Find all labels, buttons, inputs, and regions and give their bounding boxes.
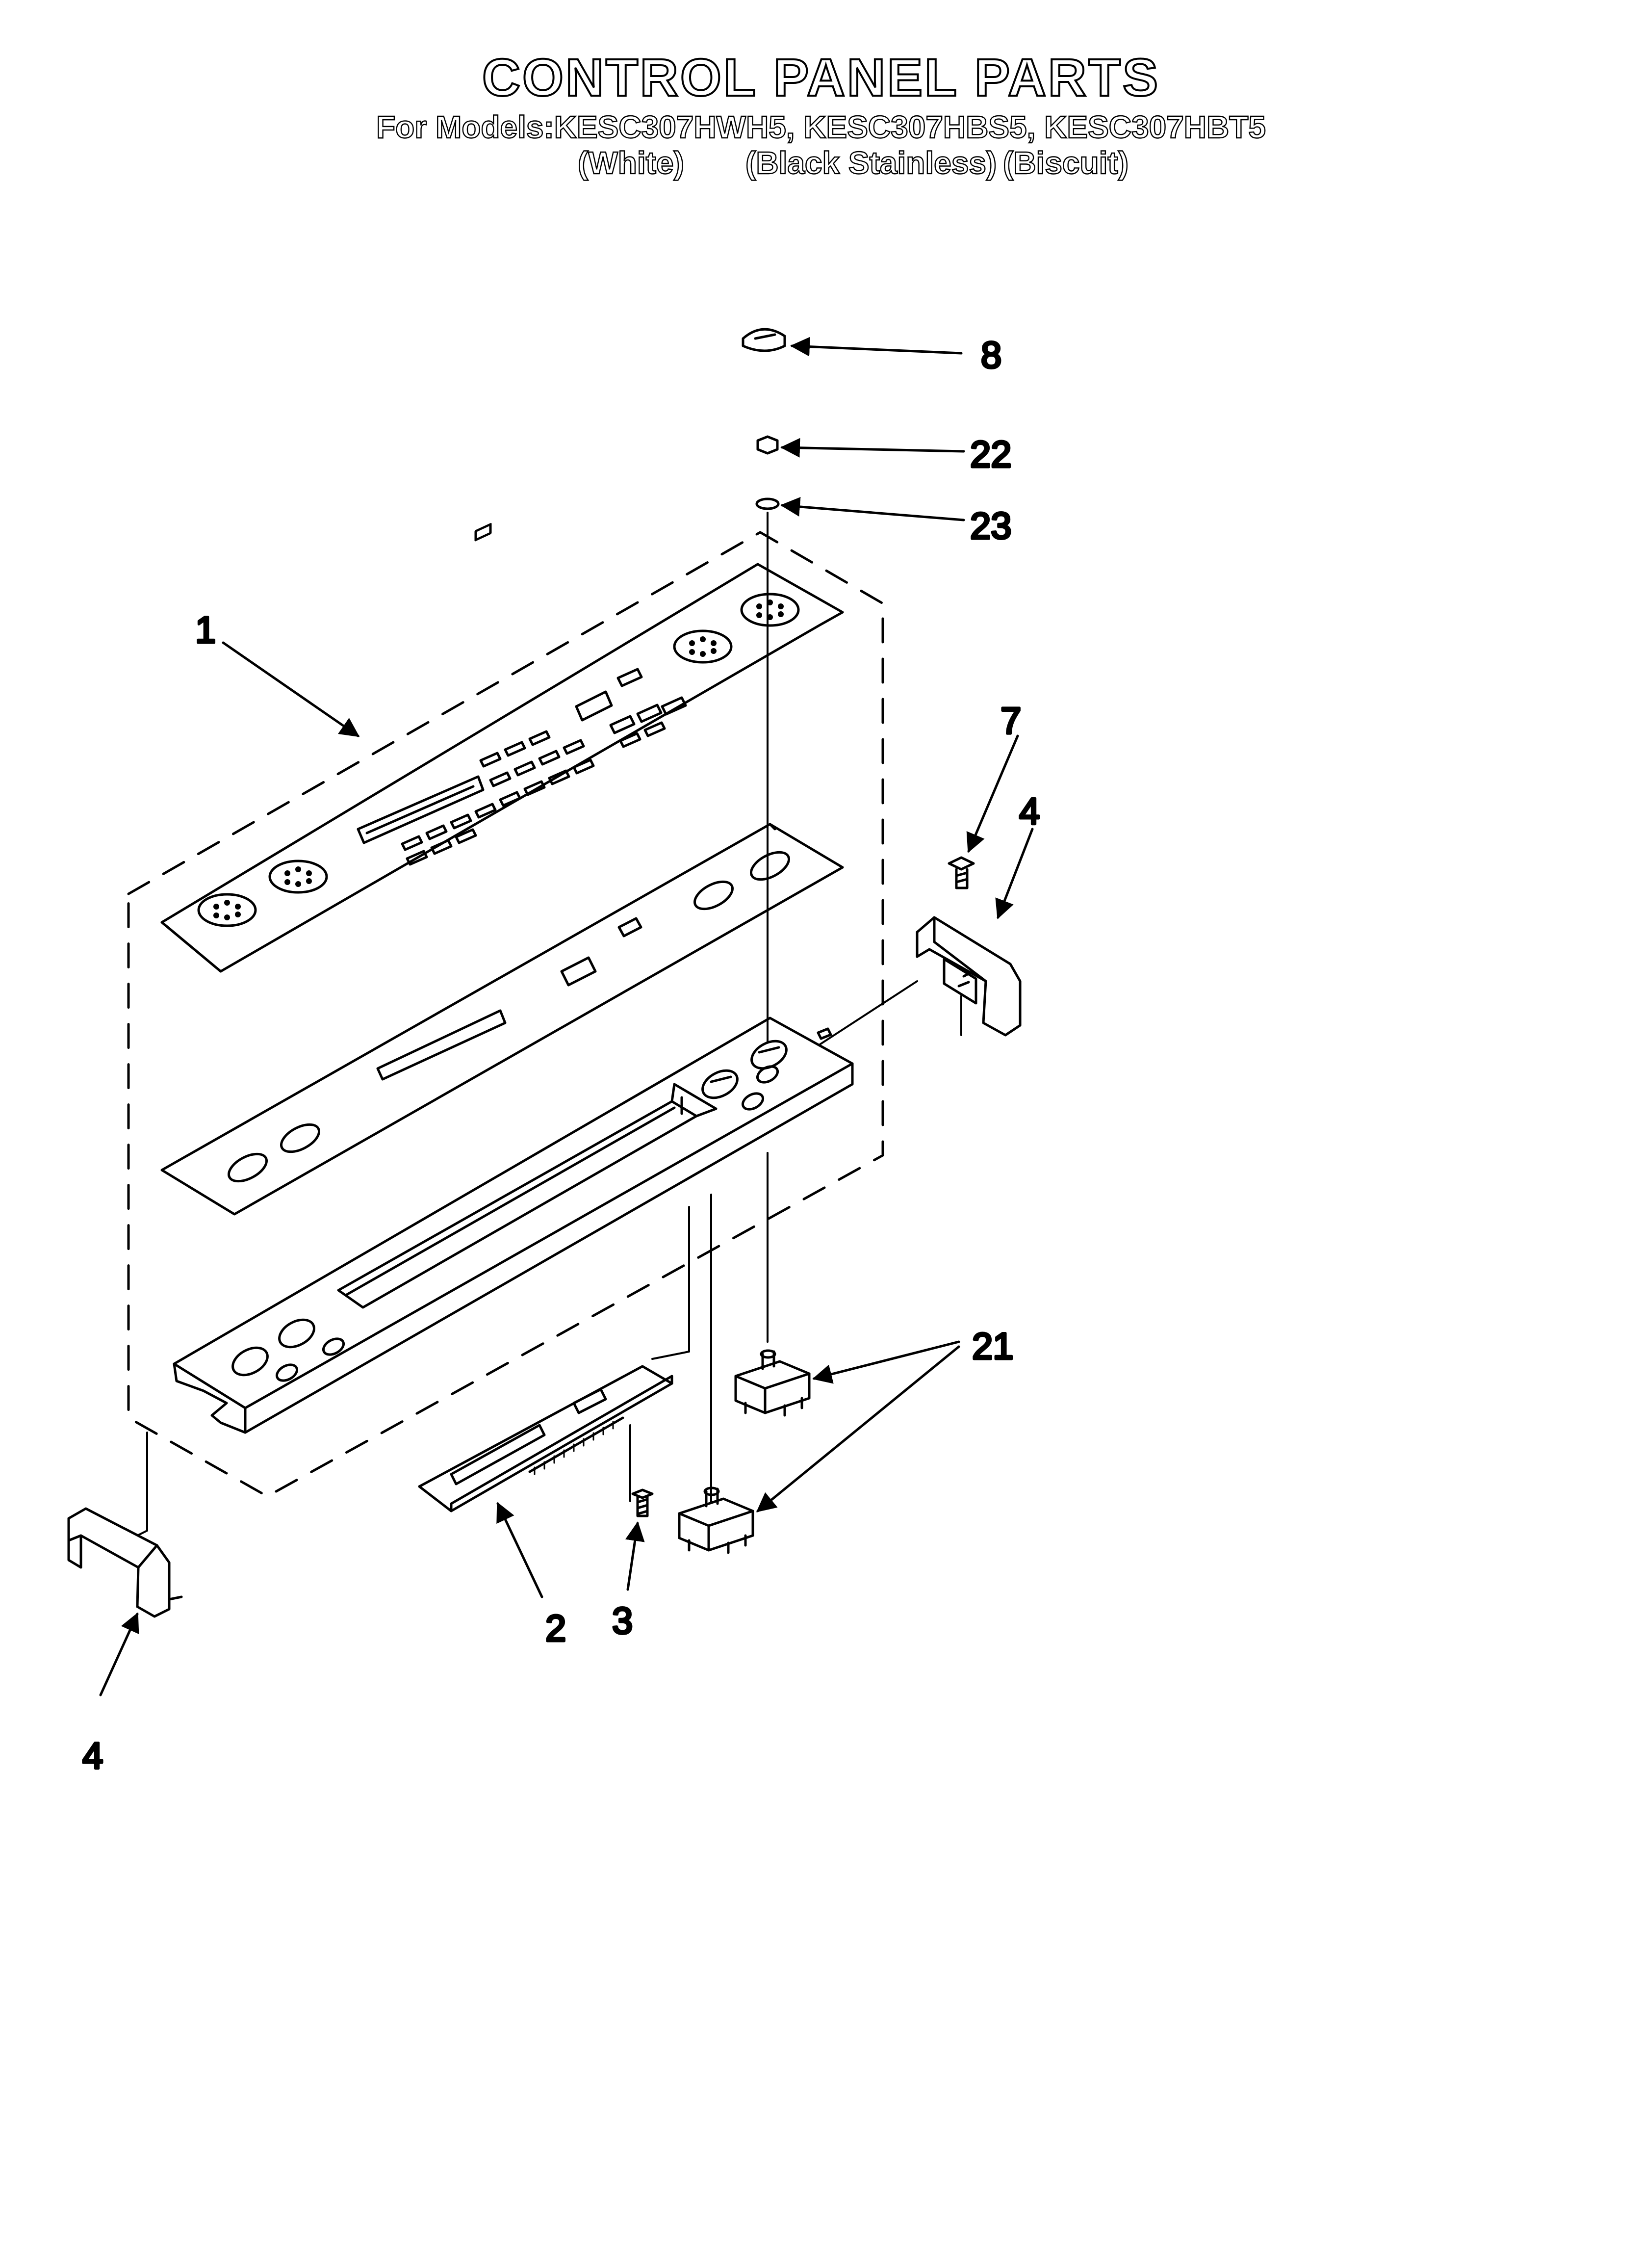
mounting-screw (948, 856, 975, 889)
board-screw (631, 1488, 654, 1517)
overlay-panel (160, 522, 844, 973)
burner-indicator-dots (197, 593, 800, 927)
models-line: For Models:KESC307HWH5, KESC307HBS5, KES… (376, 109, 1266, 145)
callout-label-control-board: 2 (545, 1608, 566, 1649)
end-cap-left (67, 1507, 183, 1618)
keypad-buttons (401, 522, 687, 866)
callout-label-nut: 22 (970, 434, 1012, 475)
callout-label-end-cap-right: 4 (1019, 791, 1040, 833)
callout-label-board-screw: 3 (612, 1600, 633, 1642)
callout-label-end-cap-left: 4 (82, 1735, 103, 1777)
assembly-boundary-dashed (127, 531, 884, 1498)
page-title: CONTROL PANEL PARTS (481, 47, 1160, 108)
variant-white: (White) (577, 145, 685, 181)
callout-label-screw-right: 7 (1001, 700, 1021, 742)
callout-label-knob: 8 (981, 335, 1001, 376)
infinite-switch-upper (734, 1349, 811, 1417)
knob (742, 328, 786, 352)
callout-label-switches: 21 (972, 1326, 1014, 1367)
insulator-panel (160, 823, 844, 1216)
washer (755, 497, 780, 510)
variant-biscuit: (Biscuit) (1002, 145, 1129, 181)
console-frame (173, 1017, 854, 1434)
infinite-switch-lower (678, 1486, 754, 1554)
end-cap-right (916, 916, 1022, 1037)
alignment-lines (131, 512, 962, 1539)
control-board (418, 1365, 673, 1512)
variant-black-stainless: (Black Stainless) (745, 145, 998, 181)
callout-label-washer: 23 (970, 505, 1012, 547)
callout-label-console-assembly: 1 (195, 609, 216, 651)
nut (756, 435, 779, 455)
callout-arrows (99, 337, 1034, 1696)
